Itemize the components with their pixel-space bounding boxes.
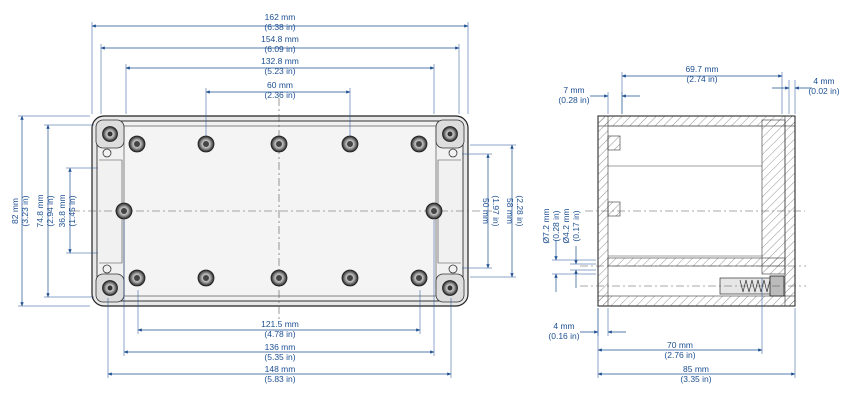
dim-dia-4-2-mm: Ø4.2 mm bbox=[561, 209, 571, 244]
front-top-dimensions: 162 mm (6.38 in) 154.8 mm (6.09 in) 132.… bbox=[91, 12, 469, 136]
dim-154-8-mm: 154.8 mm bbox=[261, 34, 299, 44]
dim-50-in: (1.97 in) bbox=[491, 195, 501, 226]
dim-70-mm: 70 mm bbox=[667, 340, 693, 350]
dim-4-bottom-mm: 4 mm bbox=[553, 321, 574, 331]
dim-60-in: (2.36 in) bbox=[264, 90, 295, 100]
dim-132-8-in: (5.23 in) bbox=[264, 66, 295, 76]
dim-74-8-mm: 74.8 mm bbox=[35, 194, 45, 227]
dim-dia-7-2-mm: Ø7.2 mm bbox=[541, 209, 551, 244]
dim-85-in: (3.35 in) bbox=[680, 374, 711, 384]
dim-136-in: (5.35 in) bbox=[264, 352, 295, 362]
dim-121-5-in: (4.78 in) bbox=[264, 329, 295, 339]
dim-7-in: (0.28 in) bbox=[558, 95, 589, 105]
front-right-dimensions: 50 mm (1.97 in) 58 mm (2.28 in) bbox=[462, 144, 525, 278]
corner-screw-top-right bbox=[435, 119, 465, 158]
dim-7-mm: 7 mm bbox=[563, 85, 584, 95]
dim-4-bottom-in: (0.16 in) bbox=[548, 331, 579, 341]
dim-58-mm: 58 mm bbox=[505, 198, 515, 224]
dim-121-5-mm: 121.5 mm bbox=[261, 319, 299, 329]
side-left-dimensions: Ø7.2 mm (0.28 in) Ø4.2 mm (0.17 in) 4 mm… bbox=[541, 209, 626, 341]
side-section-view: 69.7 mm (2.74 in) 4 mm (0.02 in) 7 mm (0… bbox=[541, 64, 840, 384]
dim-58-in: (2.28 in) bbox=[515, 195, 525, 226]
dim-36-8-mm: 36.8 mm bbox=[57, 194, 67, 227]
dim-85-mm: 85 mm bbox=[683, 364, 709, 374]
dim-154-8-in: (6.09 in) bbox=[264, 44, 295, 54]
side-top-dimensions: 69.7 mm (2.74 in) 4 mm (0.02 in) 7 mm (0… bbox=[558, 64, 840, 114]
inner-rib-top bbox=[607, 135, 621, 151]
dim-69-7-in: (2.74 in) bbox=[686, 74, 717, 84]
boss-row-bottom bbox=[128, 269, 428, 287]
inner-rib-mid bbox=[607, 201, 621, 217]
dim-148-in: (5.83 in) bbox=[264, 374, 295, 384]
dim-82-in: (3.23 in) bbox=[20, 195, 30, 226]
dim-162-in: (6.38 in) bbox=[264, 22, 295, 32]
boss-row-middle bbox=[115, 202, 443, 220]
dim-4-top-mm: 4 mm bbox=[813, 76, 834, 86]
lid-lip bbox=[761, 119, 786, 275]
dim-60-mm: 60 mm bbox=[267, 80, 293, 90]
front-bottom-dimensions: 121.5 mm (4.78 in) 136 mm (5.35 in) 148 … bbox=[107, 220, 452, 384]
dim-36-8-in: (1.45 in) bbox=[67, 195, 77, 226]
dim-132-8-mm: 132.8 mm bbox=[261, 56, 299, 66]
base-plate bbox=[607, 257, 786, 267]
dim-50-mm: 50 mm bbox=[481, 198, 491, 224]
dim-148-mm: 148 mm bbox=[265, 364, 296, 374]
boss-row-top bbox=[128, 135, 428, 153]
dim-70-in: (2.76 in) bbox=[664, 350, 695, 360]
front-view: 162 mm (6.38 in) 154.8 mm (6.09 in) 132.… bbox=[10, 12, 525, 384]
dim-dia-7-2-in: (0.28 in) bbox=[551, 210, 561, 241]
side-bottom-wall bbox=[597, 295, 796, 307]
dim-82-mm: 82 mm bbox=[10, 198, 20, 224]
dim-dia-4-2-in: (0.17 in) bbox=[571, 210, 581, 241]
dim-4-top-in: (0.02 in) bbox=[808, 86, 839, 96]
corner-screw-top-left bbox=[95, 119, 125, 158]
dim-74-8-in: (2.94 in) bbox=[45, 195, 55, 226]
side-bottom-dimensions: 70 mm (2.76 in) 85 mm (3.35 in) bbox=[597, 278, 796, 384]
dim-69-7-mm: 69.7 mm bbox=[685, 64, 718, 74]
dim-136-mm: 136 mm bbox=[265, 342, 296, 352]
front-left-dimensions: 82 mm (3.23 in) 74.8 mm (2.94 in) 36.8 m… bbox=[10, 115, 98, 307]
corner-screw-bottom-right bbox=[435, 264, 465, 303]
dim-162-mm: 162 mm bbox=[265, 12, 296, 22]
